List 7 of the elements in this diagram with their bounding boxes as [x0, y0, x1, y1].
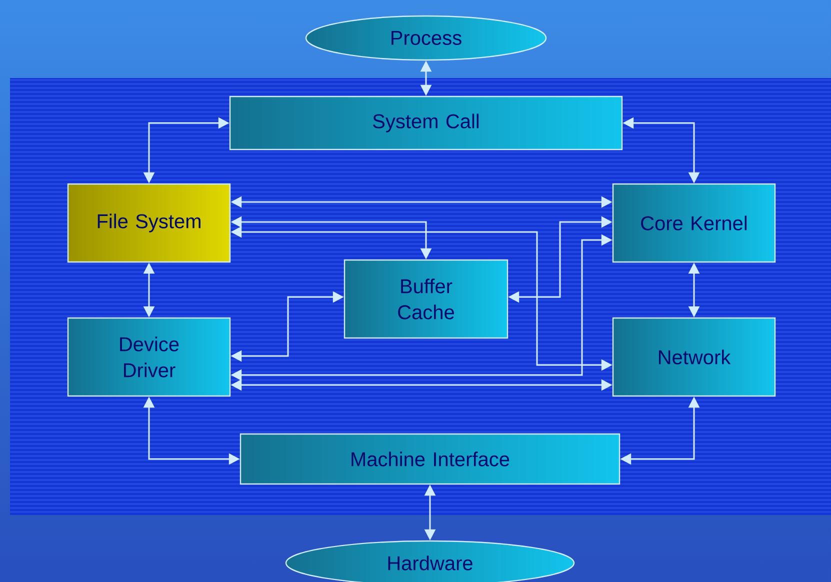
process-box: File System	[67, 183, 231, 263]
process-box: System Call	[229, 96, 623, 150]
process-box: Core Kernel	[612, 183, 776, 263]
process-box: Device Driver	[67, 317, 231, 397]
process-box: Buffer Cache	[344, 259, 508, 339]
process-box: Network	[612, 317, 776, 397]
process-box: Machine Interface	[240, 433, 620, 485]
